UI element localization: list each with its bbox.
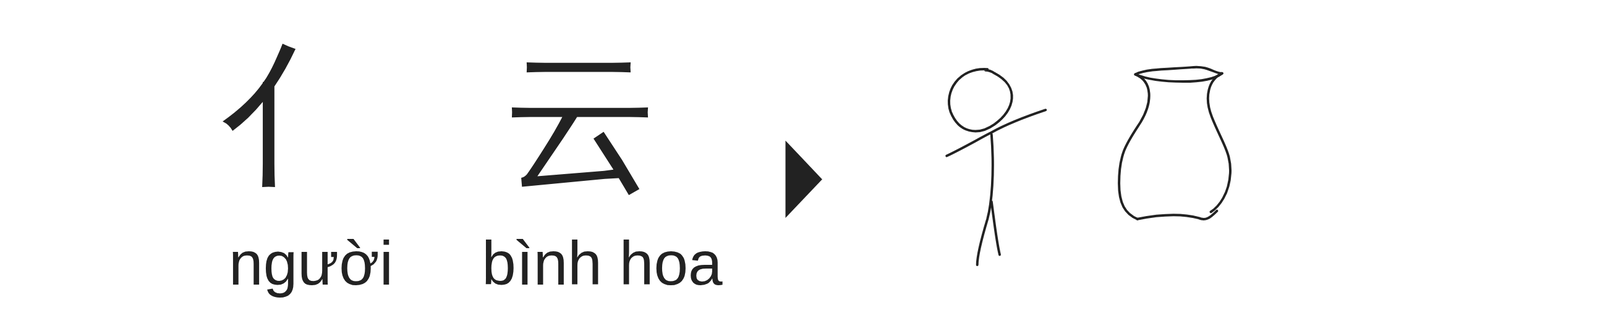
vase [1119, 67, 1231, 220]
radical-glyph: 亻 [218, 38, 374, 193]
meaning-label: bình hoa [481, 232, 723, 295]
meaning-label: người [228, 232, 394, 295]
stick-figure [946, 69, 1046, 266]
component-glyph: 云 [503, 44, 659, 200]
arrow-triangle [785, 140, 823, 219]
